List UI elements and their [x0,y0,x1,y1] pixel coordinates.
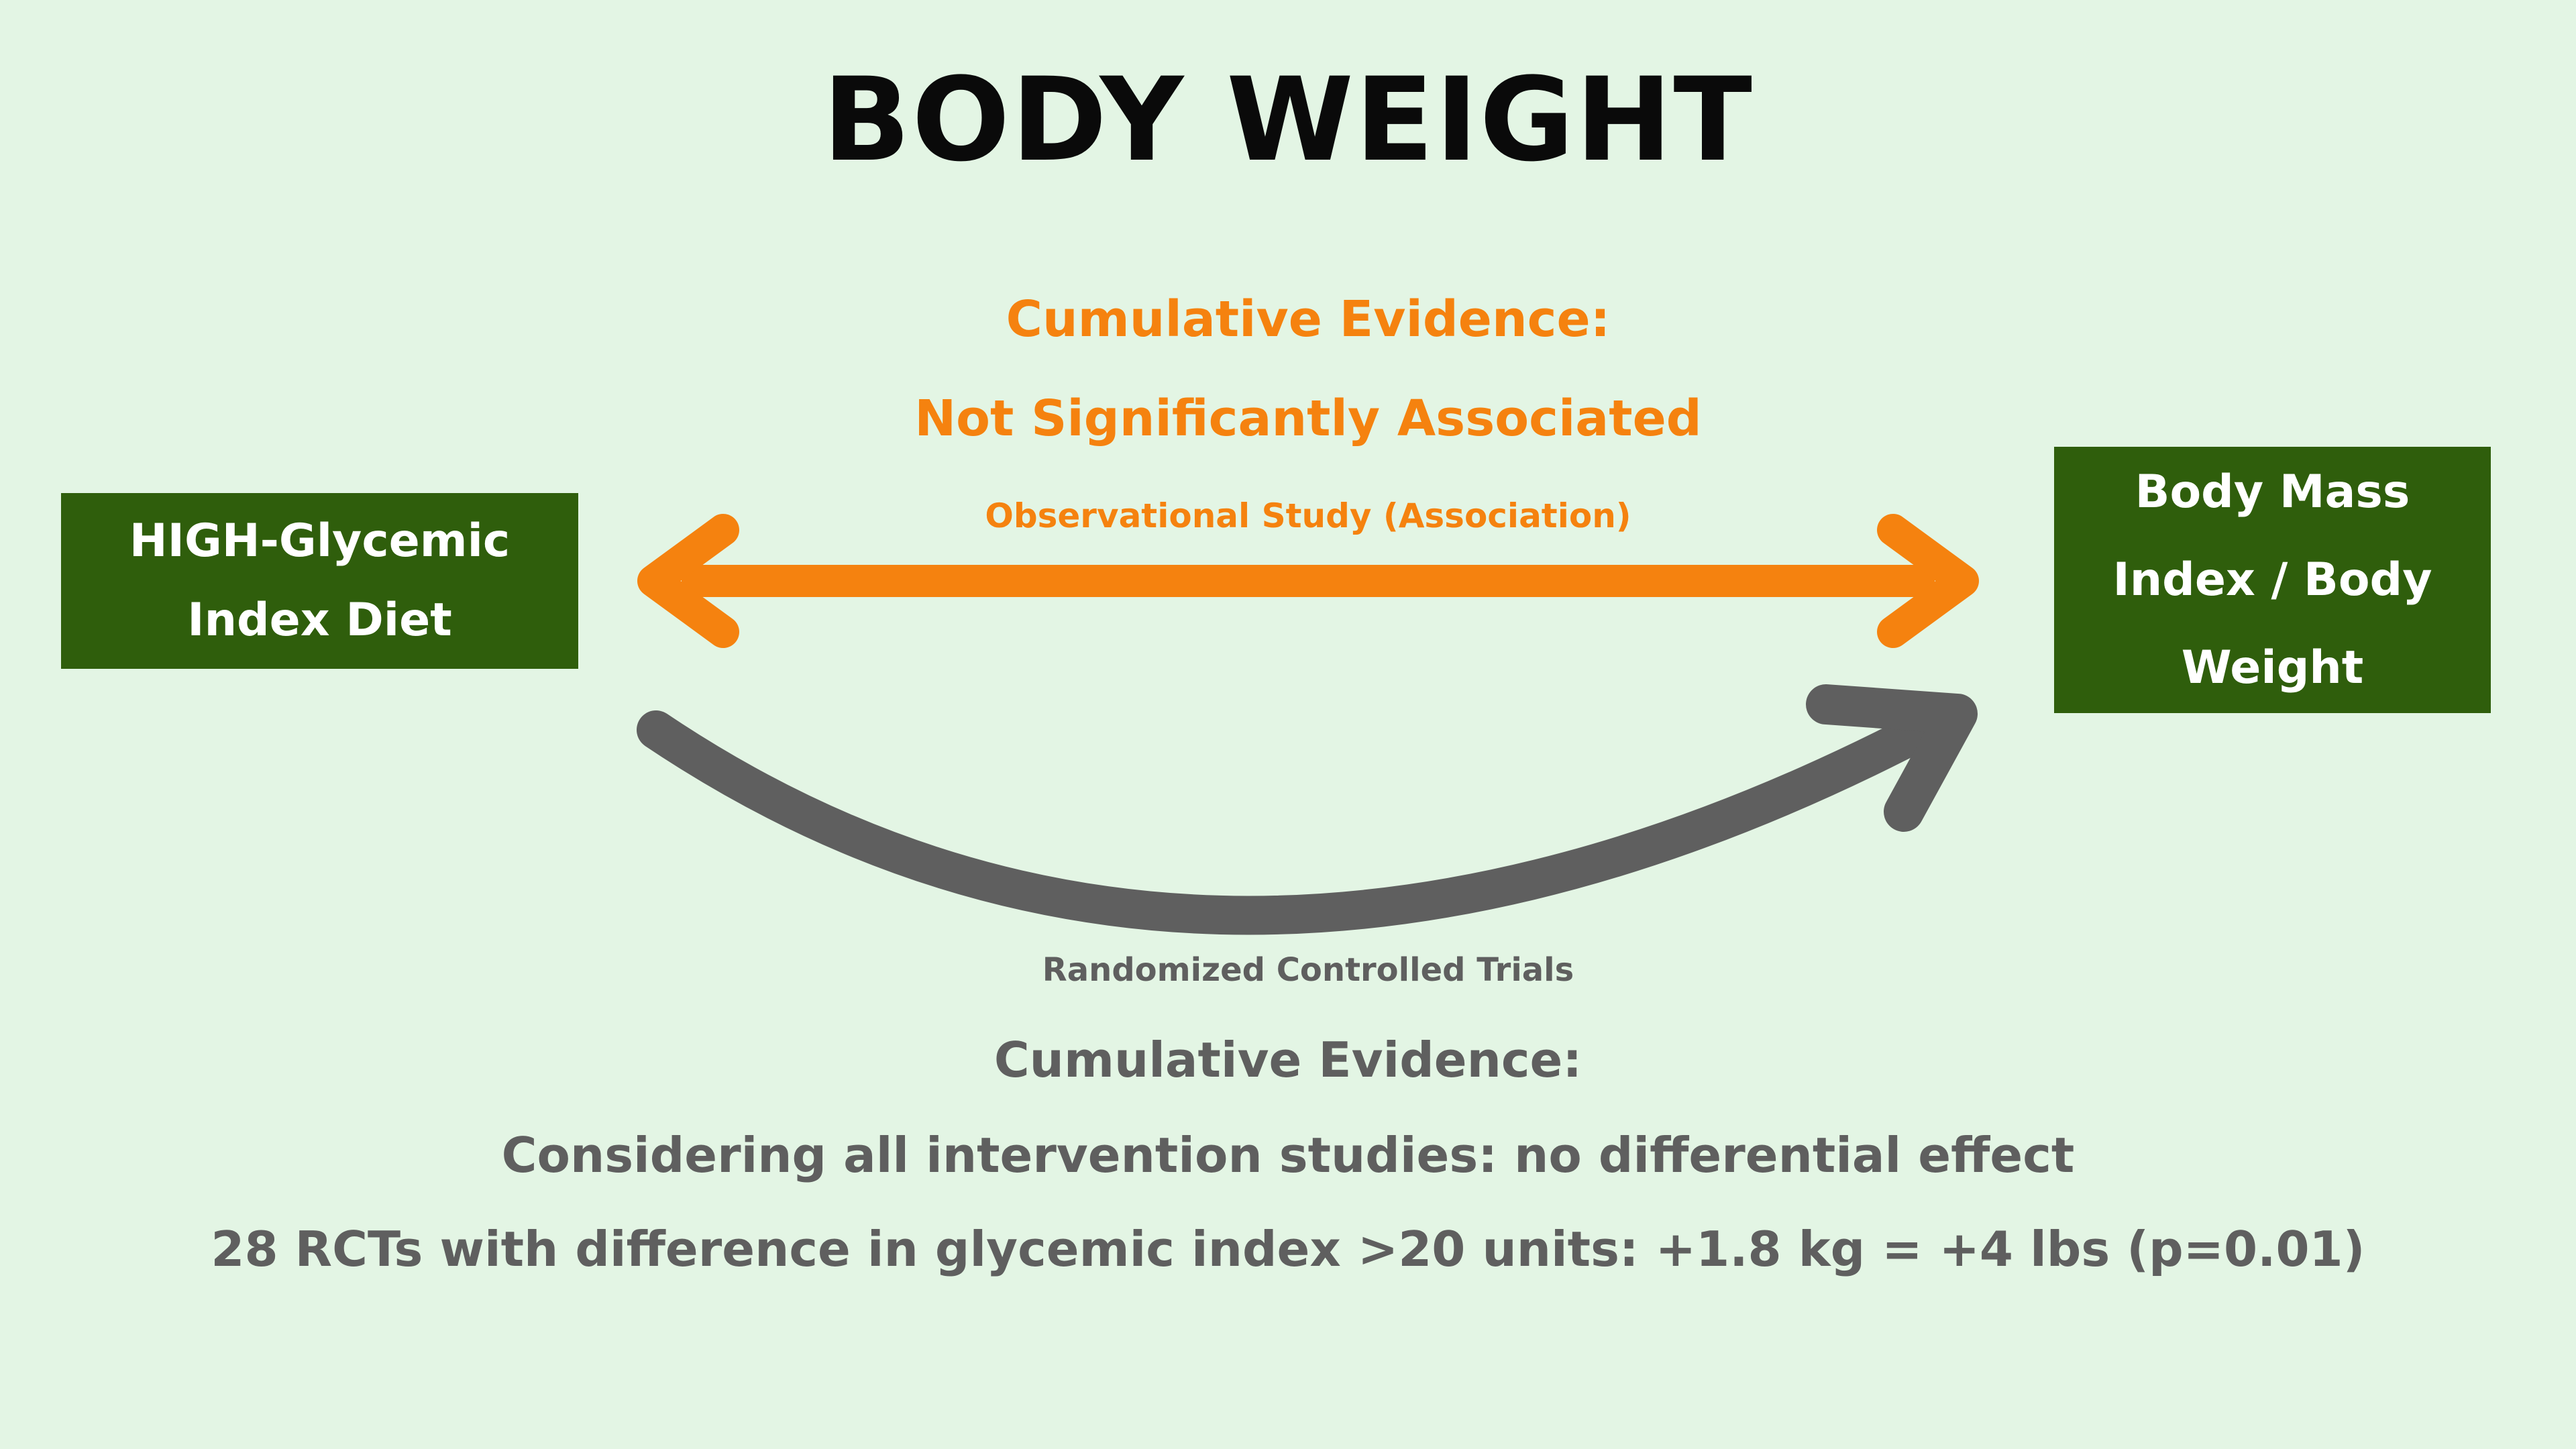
node-bmi-line3: Weight [2181,641,2364,694]
double-arrow-right-head [1877,514,1979,648]
node-bmi-line2: Index / Body [2112,553,2432,606]
rct-finding-all-studies: Considering all intervention studies: no… [501,1127,2075,1183]
observational-evidence-heading-line1: Cumulative Evidence: [1006,290,1611,348]
curved-arrow-icon [637,684,1978,935]
rct-evidence-heading: Cumulative Evidence: [994,1032,1582,1088]
page-title: BODY WEIGHT [822,52,1754,187]
rct-finding-high-gi-detail: 28 RCTs with difference in glycemic inde… [211,1221,2365,1277]
observational-evidence-heading-line2: Not Significantly Associated [914,390,1702,447]
curved-arrow-shaft [637,710,1939,935]
node-high-glycemic-index-diet: HIGH-Glycemic Index Diet [61,493,578,669]
curved-arrow-head [1806,684,1978,832]
double-arrow-left-head [637,514,739,648]
node-high-glycemic-line1: HIGH-Glycemic [129,515,511,568]
rct-study-type-label: Randomized Controlled Trials [1042,951,1574,989]
node-body-mass-index-body-weight: Body Mass Index / Body Weight [2054,447,2491,713]
observational-study-type-label: Observational Study (Association) [985,496,1631,535]
observational-evidence-heading: Cumulative Evidence: Not Significantly A… [637,270,1979,468]
node-bmi-line1: Body Mass [2135,466,2410,519]
node-high-glycemic-line2: Index Diet [187,594,452,647]
double-arrow-icon [637,514,1979,648]
